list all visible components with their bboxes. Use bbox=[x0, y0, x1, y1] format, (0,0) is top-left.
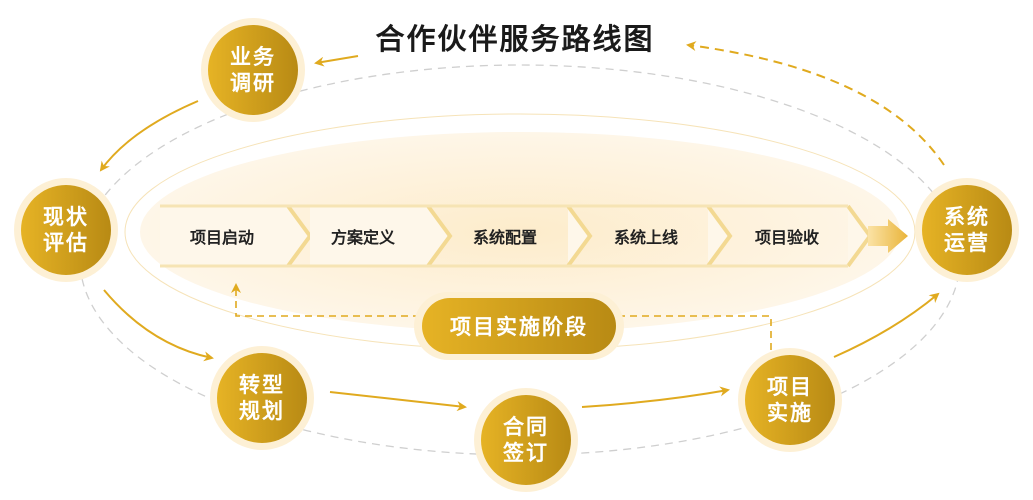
step-project-kickoff: 项目启动 bbox=[189, 228, 254, 247]
node-label: 规划 bbox=[239, 399, 285, 423]
step-solution-definition: 方案定义 bbox=[330, 228, 395, 247]
node-label: 签订 bbox=[503, 441, 549, 465]
node-business-research[interactable]: 业务调研 bbox=[201, 18, 305, 122]
node-transformation-planning[interactable]: 转型规划 bbox=[210, 346, 314, 450]
node-label: 转型 bbox=[239, 373, 285, 397]
step-go-live: 系统上线 bbox=[613, 228, 678, 247]
node-label: 调研 bbox=[230, 71, 276, 95]
node-label: 运营 bbox=[944, 231, 990, 255]
step-chevrons bbox=[160, 204, 873, 268]
to-operation-arrow bbox=[868, 219, 908, 253]
node-label: 项目 bbox=[767, 375, 813, 399]
phase-label: 项目实施阶段 bbox=[422, 298, 616, 354]
phase-connector bbox=[231, 283, 772, 357]
node-label: 评估 bbox=[43, 231, 89, 255]
node-contract-signing[interactable]: 合同签订 bbox=[474, 388, 578, 492]
step-acceptance: 项目验收 bbox=[754, 228, 819, 247]
return-dashed-arrow bbox=[686, 41, 945, 166]
node-status-assessment[interactable]: 现状评估 bbox=[14, 178, 118, 282]
node-label: 现状 bbox=[43, 205, 89, 229]
step-system-config: 系统配置 bbox=[472, 228, 537, 247]
node-label: 业务 bbox=[230, 45, 276, 69]
flow-arrows bbox=[99, 55, 940, 412]
node-label: 合同 bbox=[503, 415, 549, 439]
node-label: 系统 bbox=[944, 205, 990, 229]
node-system-operation[interactable]: 系统运营 bbox=[915, 178, 1019, 282]
node-label: 实施 bbox=[767, 401, 813, 425]
phase-badge: 项目实施阶段 bbox=[414, 292, 624, 360]
node-project-implementation[interactable]: 项目实施 bbox=[738, 348, 842, 452]
phase-glow-ellipse bbox=[140, 132, 900, 332]
page-title: 合作伙伴服务路线图 bbox=[375, 22, 655, 56]
